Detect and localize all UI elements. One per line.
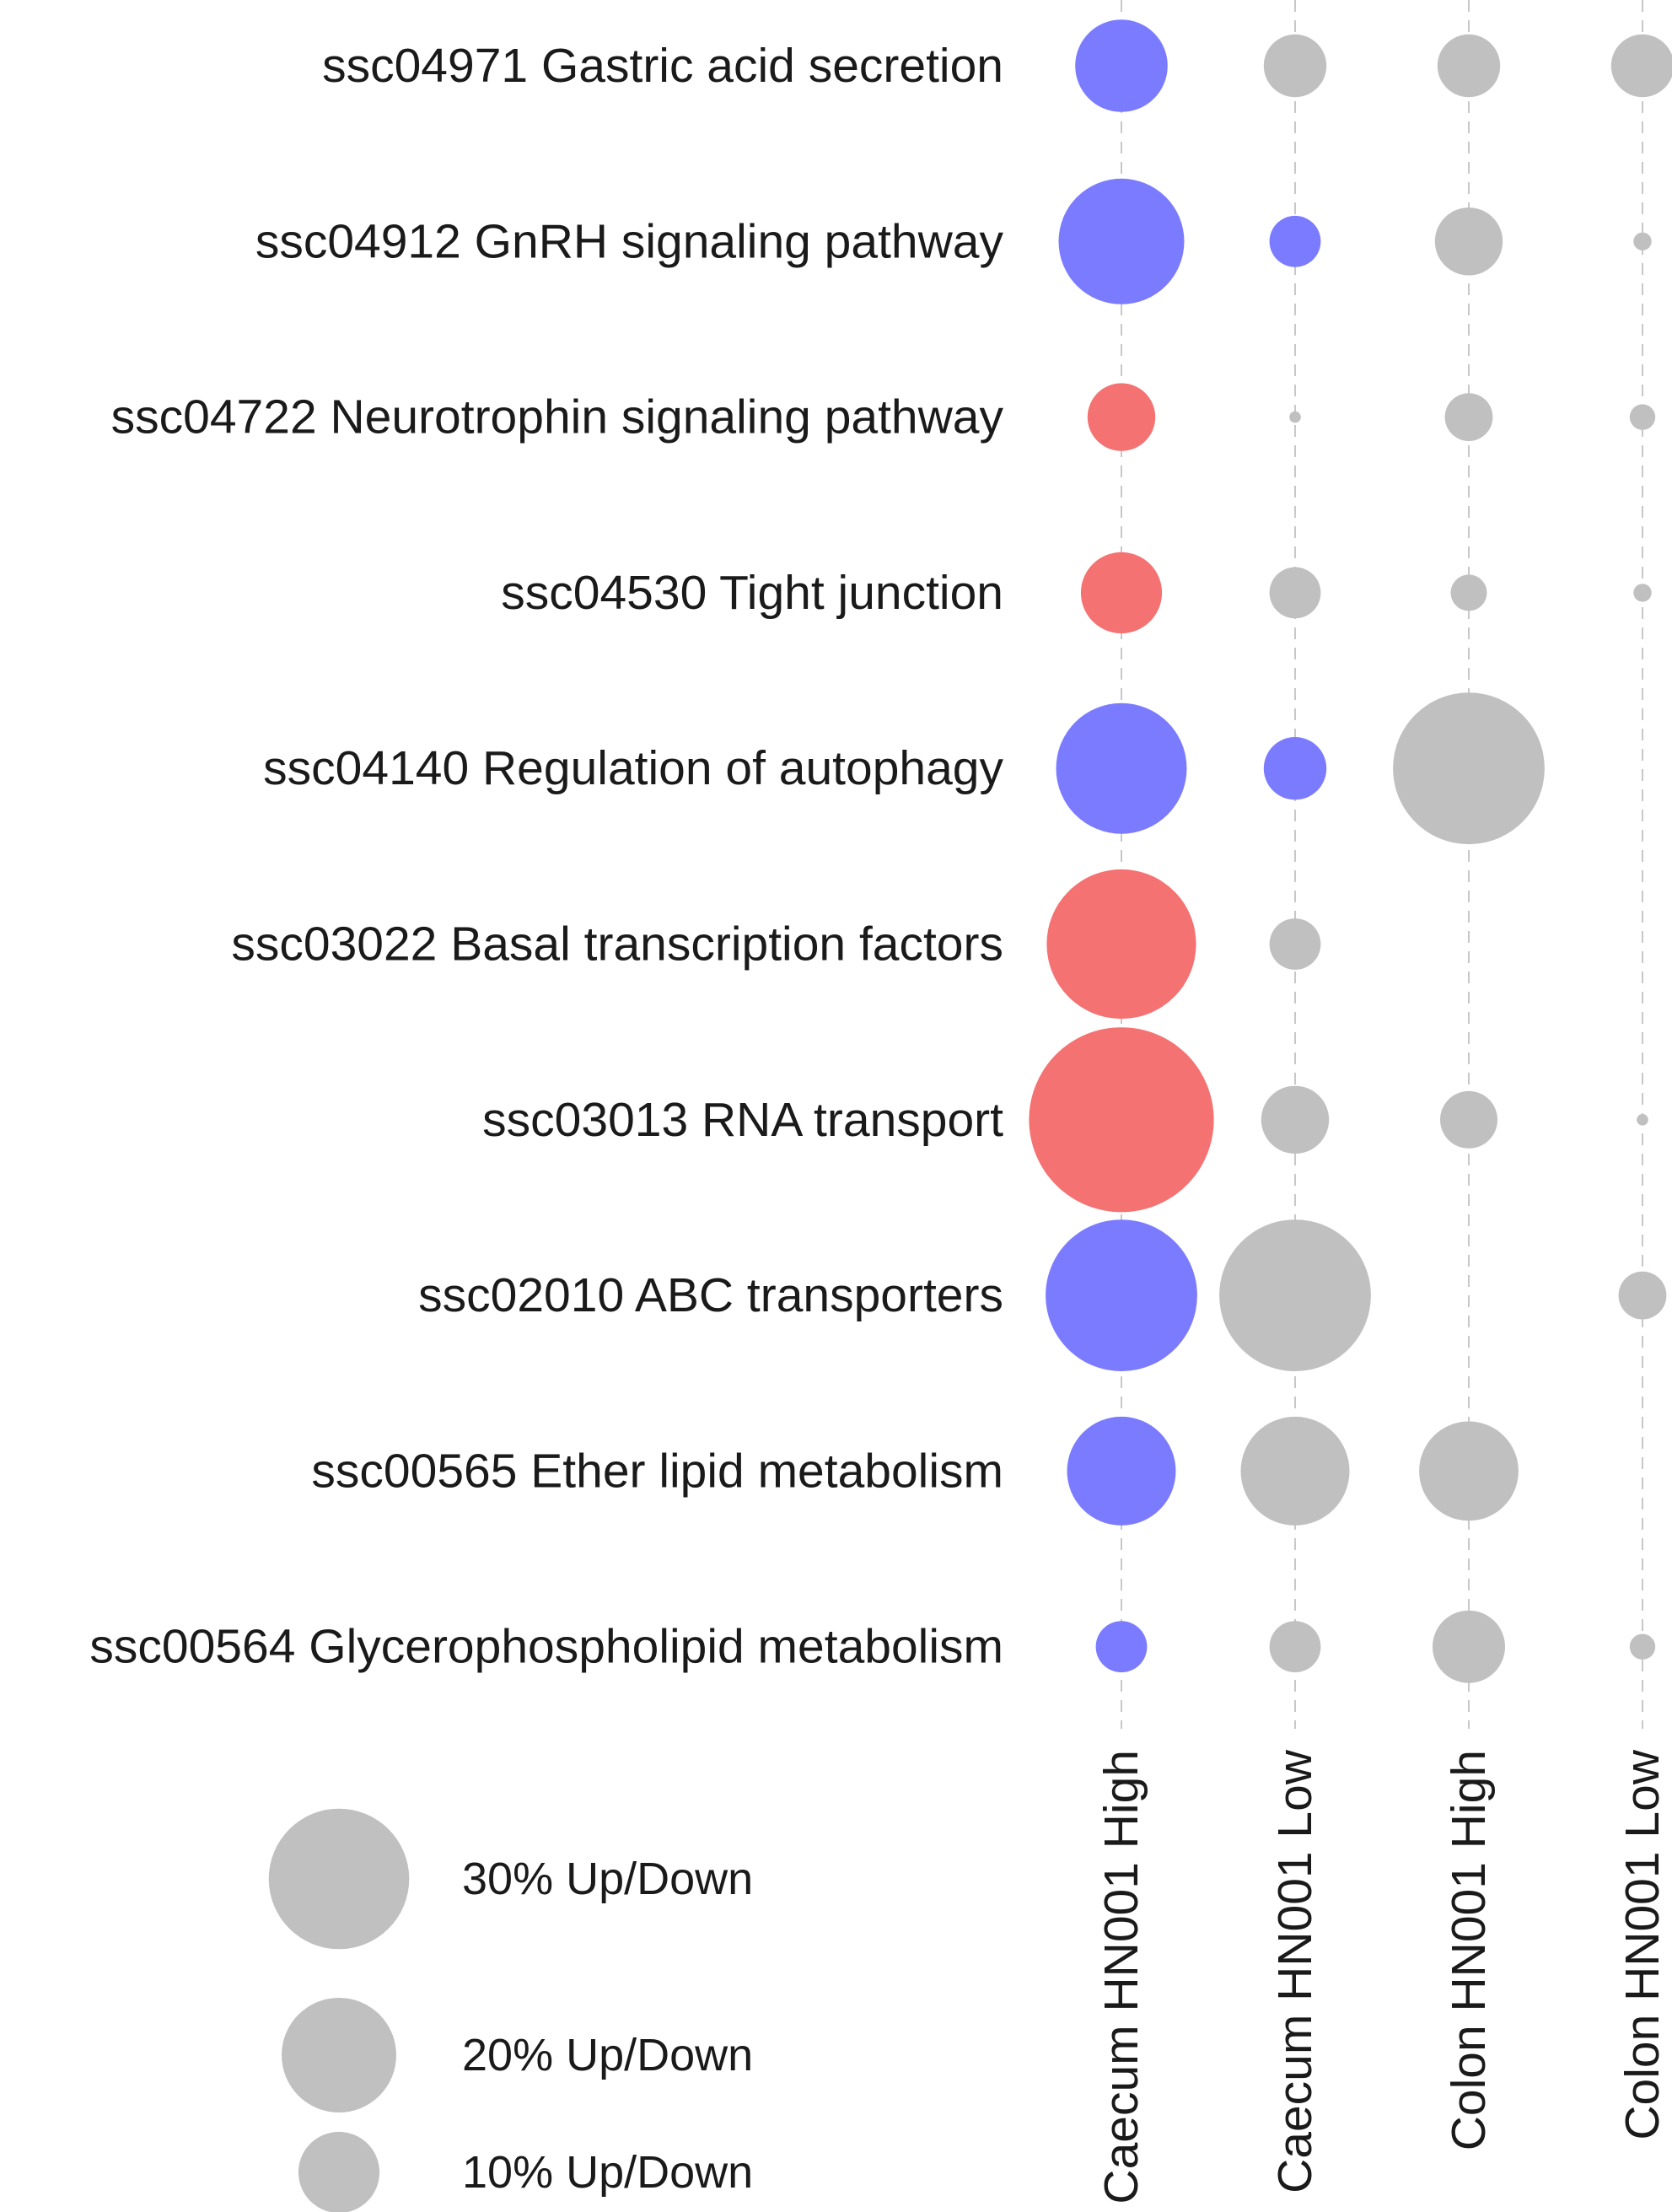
bubble-r3-c1 [1087, 383, 1156, 451]
bubbles [1029, 19, 1672, 1683]
bubble-r8-c2 [1219, 1219, 1371, 1371]
bubble-r1-c4 [1610, 34, 1672, 98]
row-labels: ssc04971 Gastric acid secretion ssc04912 … [89, 39, 1003, 1674]
row-label: ssc00564 Glycerophospholipid metabolism [89, 1620, 1003, 1674]
legend-label: 20% Up/Down [462, 2030, 753, 2080]
bubble-r8-c4 [1618, 1271, 1667, 1320]
bubble-r3-c4 [1629, 404, 1656, 430]
bubble-r1-c1 [1075, 19, 1168, 112]
bubble-r2-c4 [1633, 232, 1652, 250]
legend-bubble [298, 2131, 380, 2212]
bubble-r7-c4 [1637, 1114, 1648, 1126]
bubble-r8-c1 [1046, 1219, 1197, 1371]
row-label: ssc04140 Regulation of autophagy [263, 741, 1003, 795]
bubble-r10-c4 [1629, 1633, 1656, 1660]
bubble-r7-c2 [1261, 1085, 1330, 1154]
legend-label: 30% Up/Down [462, 1854, 753, 1904]
column-label: Colon HN001 High [1442, 1750, 1496, 2150]
bubble-r4-c2 [1269, 567, 1321, 619]
bubble-r4-c1 [1080, 552, 1163, 634]
bubble-r9-c3 [1419, 1421, 1519, 1521]
row-label: ssc04722 Neurotrophin signaling pathway [111, 390, 1004, 444]
bubble-r7-c1 [1029, 1027, 1214, 1213]
bubble-r7-c3 [1440, 1090, 1497, 1149]
row-label: ssc04971 Gastric acid secretion [322, 39, 1003, 93]
bubble-r5-c2 [1263, 737, 1327, 800]
column-label: Colon HN001 Low [1616, 1749, 1669, 2139]
row-label: ssc03013 RNA transport [482, 1093, 1003, 1147]
bubble-r4-c3 [1450, 574, 1487, 611]
row-label: ssc04530 Tight junction [501, 566, 1003, 620]
legend-bubble [268, 1808, 410, 1950]
bubble-r2-c2 [1269, 215, 1321, 267]
bubble-r3-c3 [1444, 393, 1493, 441]
bubble-r2-c3 [1434, 207, 1503, 276]
bubble-r10-c3 [1433, 1610, 1505, 1683]
row-label: ssc03022 Basal transcription factors [231, 918, 1003, 971]
bubble-r2-c1 [1058, 178, 1185, 304]
bubble-r9-c2 [1240, 1416, 1350, 1526]
row-label: ssc00565 Ether lipid metabolism [311, 1444, 1003, 1498]
bubble-r4-c4 [1633, 584, 1652, 602]
size-legend: 30% Up/Down 20% Up/Down 10% Up/Down [268, 1808, 753, 2212]
column-label: Caecum HN001 High [1094, 1750, 1148, 2204]
bubble-r9-c1 [1067, 1416, 1176, 1526]
legend-label: 10% Up/Down [462, 2147, 753, 2198]
bubble-r1-c2 [1263, 34, 1327, 98]
row-label: ssc04912 GnRH signaling pathway [255, 214, 1004, 268]
bubble-r10-c2 [1269, 1621, 1321, 1673]
column-guide-lines [1121, 0, 1643, 1729]
bubble-r1-c3 [1437, 34, 1501, 98]
legend-bubble [282, 1998, 396, 2112]
bubble-r6-c2 [1269, 918, 1321, 970]
bubble-r5-c3 [1393, 692, 1545, 845]
row-label: ssc02010 ABC transporters [418, 1268, 1003, 1322]
column-label: Caecum HN001 Low [1268, 1749, 1322, 2193]
bubble-r6-c1 [1046, 869, 1196, 1020]
column-labels: Caecum HN001 High Caecum HN001 Low Colon H… [1094, 1749, 1669, 2204]
bubble-r10-c1 [1095, 1621, 1148, 1673]
bubble-r3-c2 [1289, 411, 1301, 423]
bubble-r5-c1 [1056, 702, 1187, 834]
